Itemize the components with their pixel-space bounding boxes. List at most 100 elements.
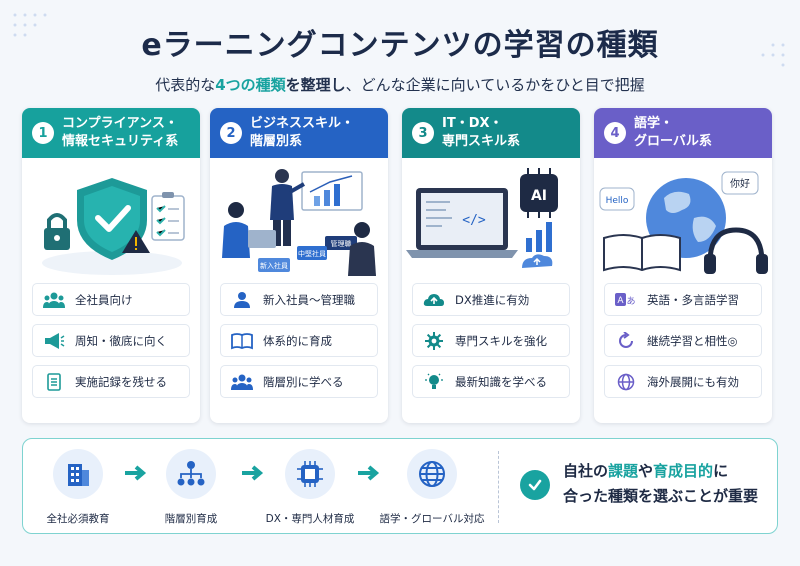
flow-label: 全社必須教育 <box>46 513 110 525</box>
feature-text: 英語・多言語学習 <box>647 292 739 307</box>
flow-label: 階層別育成 <box>164 513 218 525</box>
building-icon <box>68 464 89 486</box>
people-icon <box>43 292 65 308</box>
flow-step: 語学・グローバル対応 <box>377 449 487 526</box>
chip-icon <box>297 461 323 487</box>
card-number: 3 <box>412 122 434 144</box>
msg-mid: や <box>638 462 654 480</box>
card-title-line1: IT・DX・ <box>442 116 503 132</box>
arrow-right-icon <box>358 465 380 481</box>
badge-manager: 管理職 <box>331 239 352 248</box>
gear-icon <box>425 331 443 350</box>
globe-icon <box>617 373 635 390</box>
code-glyph: </> <box>462 213 486 228</box>
card-title: ビジネススキル・ 階層別系 <box>250 115 354 150</box>
book-icon <box>231 332 253 349</box>
lightbulb-icon <box>425 373 443 389</box>
badge-new-employee: 新入社員 <box>260 261 288 270</box>
feature-text: 海外展開にも有効 <box>647 374 739 389</box>
divider <box>498 451 499 523</box>
page-title: eラーニングコンテンツの学習の種類 <box>141 28 659 63</box>
card-number: 4 <box>604 122 626 144</box>
card-header: 3 IT・DX・ 専門スキル系 <box>402 108 580 158</box>
feature-item: 実施記録を残せる <box>32 365 190 398</box>
megaphone-icon <box>45 332 65 349</box>
card-business-skill: 2 ビジネススキル・ 階層別系 管理職 中堅社員 新入社員 <box>210 108 388 423</box>
feature-text: 体系的に育成 <box>263 333 332 348</box>
feature-text: 周知・徹底に向く <box>75 333 167 348</box>
laptop-icon: </> AI <box>406 168 558 268</box>
check-circle-icon <box>520 470 550 500</box>
cloud-upload-icon <box>423 293 444 306</box>
subtitle-highlight: 4つの種類 <box>215 76 286 94</box>
card-header: 2 ビジネススキル・ 階層別系 <box>210 108 388 158</box>
feature-text: DX推進に有効 <box>455 292 530 307</box>
summary-line1: 自社の課題や育成目的に <box>563 459 758 484</box>
feature-text: 最新知識を学べる <box>455 374 547 389</box>
flow-step: DX・専門人材育成 <box>255 449 365 526</box>
card-title-line2: 情報セキュリティ系 <box>62 134 179 149</box>
card-title-line2: グローバル系 <box>634 134 712 149</box>
feature-text: 実施記録を残せる <box>75 374 167 389</box>
card-header: 4 語学・ グローバル系 <box>594 108 772 158</box>
summary-banner: 全社必須教育 階層別育成 DX・専門人材育成 語学・グローバル対応 自社の課題や… <box>22 438 778 534</box>
msg-post: に <box>713 462 729 480</box>
arrow-right-icon <box>125 465 147 481</box>
globe-icon <box>419 461 445 487</box>
illustration-security <box>22 158 200 283</box>
clipboard-icon <box>47 372 61 391</box>
illustration-global: Hello 你好 <box>594 158 772 283</box>
flow-label: DX・専門人材育成 <box>265 513 355 525</box>
card-title-line1: コンプライアンス・ <box>62 116 178 132</box>
summary-message: 自社の課題や育成目的に 合った種類を選ぶことが重要 <box>563 459 758 509</box>
feature-text: 継続学習と相性◎ <box>647 333 738 348</box>
card-title-line1: 語学・ <box>634 116 674 132</box>
arrow-right-icon <box>242 465 264 481</box>
bubble-hello: Hello <box>606 196 629 206</box>
summary-line2: 合った種類を選ぶことが重要 <box>563 486 759 505</box>
card-compliance: 1 コンプライアンス・ 情報セキュリティ系 全社員向け 周知・徹底に向く <box>22 108 200 423</box>
check-icon <box>528 479 542 491</box>
card-title-line2: 階層別系 <box>250 134 303 149</box>
subtitle-post: 、どんな企業に向いているかをひと目で把握 <box>345 76 645 94</box>
flow-icon-wrap <box>285 449 335 499</box>
shield-icon <box>42 178 185 275</box>
card-title-line1: ビジネススキル・ <box>250 116 355 132</box>
flow-icon-wrap <box>53 449 103 499</box>
msg-keyword-issue: 課題 <box>608 462 639 480</box>
flow-icon-wrap <box>407 449 457 499</box>
decorative-dots <box>13 13 47 37</box>
svg-text:あ: あ <box>626 296 635 307</box>
feature-item: 周知・徹底に向く <box>32 324 190 357</box>
ai-chip-label: AI <box>531 188 547 204</box>
card-title: 語学・ グローバル系 <box>634 115 712 150</box>
feature-item: 海外展開にも有効 <box>604 365 762 398</box>
msg-pre: 自社の <box>563 462 609 480</box>
flow-label: 語学・グローバル対応 <box>379 513 485 525</box>
globe-icon: Hello 你好 <box>599 171 768 274</box>
feature-text: 新入社員〜管理職 <box>263 292 355 307</box>
feature-item: 体系的に育成 <box>220 324 378 357</box>
flow-icon-wrap <box>166 449 216 499</box>
illustration-presentation: 管理職 中堅社員 新入社員 <box>210 158 388 283</box>
feature-item: 全社員向け <box>32 283 190 316</box>
feature-item: 専門スキルを強化 <box>412 324 570 357</box>
feature-item: 最新知識を学べる <box>412 365 570 398</box>
illustration-laptop: </> AI <box>402 158 580 283</box>
feature-text: 全社員向け <box>75 292 133 307</box>
feature-text: 階層別に学べる <box>263 374 344 389</box>
feature-item: 階層別に学べる <box>220 365 378 398</box>
bubble-nihao: 你好 <box>730 177 750 190</box>
group-icon <box>231 374 253 390</box>
feature-item: DX推進に有効 <box>412 283 570 316</box>
card-title: IT・DX・ 専門スキル系 <box>442 115 520 150</box>
msg-keyword-purpose: 育成目的 <box>653 462 714 480</box>
feature-text: 専門スキルを強化 <box>455 333 547 348</box>
flow-step: 階層別育成 <box>136 449 246 526</box>
hierarchy-icon <box>177 461 205 486</box>
card-header: 1 コンプライアンス・ 情報セキュリティ系 <box>22 108 200 158</box>
refresh-icon <box>619 331 633 348</box>
page-subtitle: 代表的な4つの種類を整理し、どんな企業に向いているかをひと目で把握 <box>0 74 800 95</box>
